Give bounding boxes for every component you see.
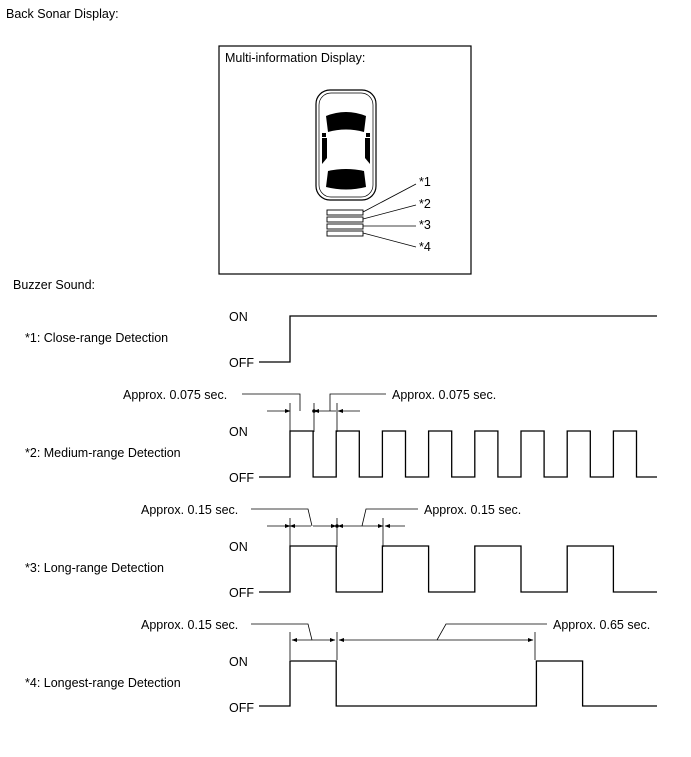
detection-label-1: *1: Close-range Detection — [25, 331, 168, 345]
waveform-close-range — [259, 315, 657, 363]
medium-off-time: Approx. 0.075 sec. — [392, 388, 496, 402]
waveform-medium-range — [259, 430, 657, 478]
marker-1: *1 — [419, 175, 431, 189]
waveform-long-range — [259, 545, 657, 593]
long-off-leader — [361, 508, 418, 527]
off-label-2: OFF — [229, 471, 254, 485]
mid-frame — [218, 45, 472, 275]
on-label-2: ON — [229, 425, 248, 439]
on-label-4: ON — [229, 655, 248, 669]
leader-line-4 — [362, 232, 417, 248]
detection-label-3: *3: Long-range Detection — [25, 561, 164, 575]
car-icon — [315, 89, 377, 201]
longest-on-time: Approx. 0.15 sec. — [141, 618, 238, 632]
long-off-time: Approx. 0.15 sec. — [424, 503, 521, 517]
on-label-1: ON — [229, 310, 248, 324]
sensor-bar-1 — [326, 209, 364, 216]
marker-2: *2 — [419, 197, 431, 211]
sensor-bar-4 — [326, 230, 364, 237]
detection-label-2: *2: Medium-range Detection — [25, 446, 181, 460]
on-label-3: ON — [229, 540, 248, 554]
buzzer-title: Buzzer Sound: — [13, 278, 95, 292]
longest-on-leader — [251, 623, 313, 641]
sensor-bar-2 — [326, 216, 364, 223]
leader-line-2 — [362, 204, 417, 220]
mid-title: Multi-information Display: — [225, 51, 365, 65]
long-on-leader — [251, 508, 313, 527]
sensor-bars — [326, 209, 364, 237]
sensor-bar-3 — [326, 223, 364, 230]
off-label-3: OFF — [229, 586, 254, 600]
off-label-4: OFF — [229, 701, 254, 715]
medium-on-leader — [242, 393, 301, 411]
longest-off-leader — [436, 623, 547, 641]
leader-line-1 — [362, 183, 417, 213]
medium-off-leader — [329, 393, 386, 411]
waveform-longest-range — [259, 660, 657, 707]
longest-off-time: Approx. 0.65 sec. — [553, 618, 650, 632]
marker-4: *4 — [419, 240, 431, 254]
off-label-1: OFF — [229, 356, 254, 370]
long-on-time: Approx. 0.15 sec. — [141, 503, 238, 517]
marker-3: *3 — [419, 218, 431, 232]
detection-label-4: *4: Longest-range Detection — [25, 676, 181, 690]
medium-on-time: Approx. 0.075 sec. — [123, 388, 227, 402]
back-sonar-title: Back Sonar Display: — [6, 7, 119, 21]
